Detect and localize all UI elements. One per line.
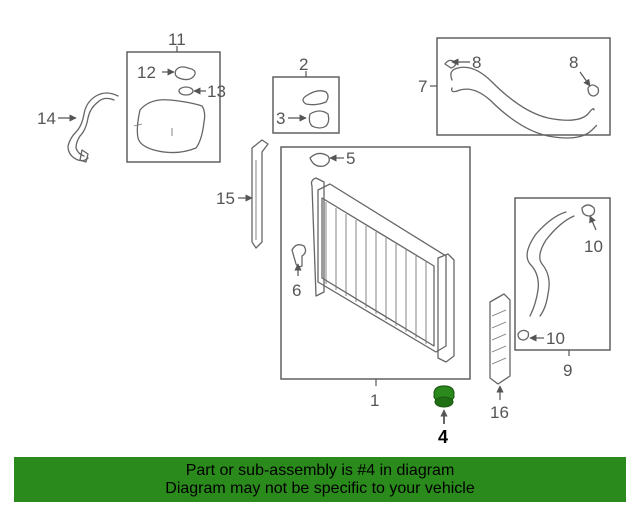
callout-5: 5 — [346, 149, 355, 168]
callout-8a: 8 — [472, 53, 481, 72]
callout-1: 1 — [370, 391, 379, 410]
callout-11: 11 — [168, 30, 186, 49]
callout-10b: 10 — [546, 329, 565, 348]
info-banner: Part or sub-assembly is #4 in diagram Di… — [14, 457, 626, 502]
parts-diagram: 11 12 13 14 2 3 7 8 8 — [37, 30, 611, 447]
callout-15: 15 — [216, 189, 235, 208]
callout-3: 3 — [276, 109, 285, 128]
banner-line-1: Part or sub-assembly is #4 in diagram — [185, 462, 455, 479]
callout-13: 13 — [207, 82, 226, 101]
callout-9: 9 — [563, 361, 572, 380]
bracket: 15 — [216, 139, 269, 249]
cap-group: 2 3 — [272, 55, 340, 134]
callout-2: 2 — [299, 55, 308, 74]
banner-line-2: Diagram may not be specific to your vehi… — [165, 480, 475, 497]
callout-12: 12 — [137, 63, 156, 82]
callout-16: 16 — [490, 403, 509, 422]
callout-7: 7 — [418, 77, 427, 96]
callout-14: 14 — [37, 109, 56, 128]
callout-6: 6 — [292, 281, 301, 300]
upper-hose-group: 7 8 8 — [418, 37, 611, 139]
callout-4: 4 — [438, 427, 448, 447]
callout-8b: 8 — [569, 53, 578, 72]
lower-hose-group: 9 10 10 — [514, 197, 611, 380]
air-guard: 16 — [489, 293, 511, 422]
callout-10a: 10 — [584, 237, 603, 256]
overflow-hose: 14 — [37, 92, 119, 163]
highlighted-part-4: 4 — [433, 385, 455, 447]
reservoir-group: 11 12 13 — [126, 30, 226, 163]
radiator-assembly: 1 5 6 — [280, 146, 471, 410]
